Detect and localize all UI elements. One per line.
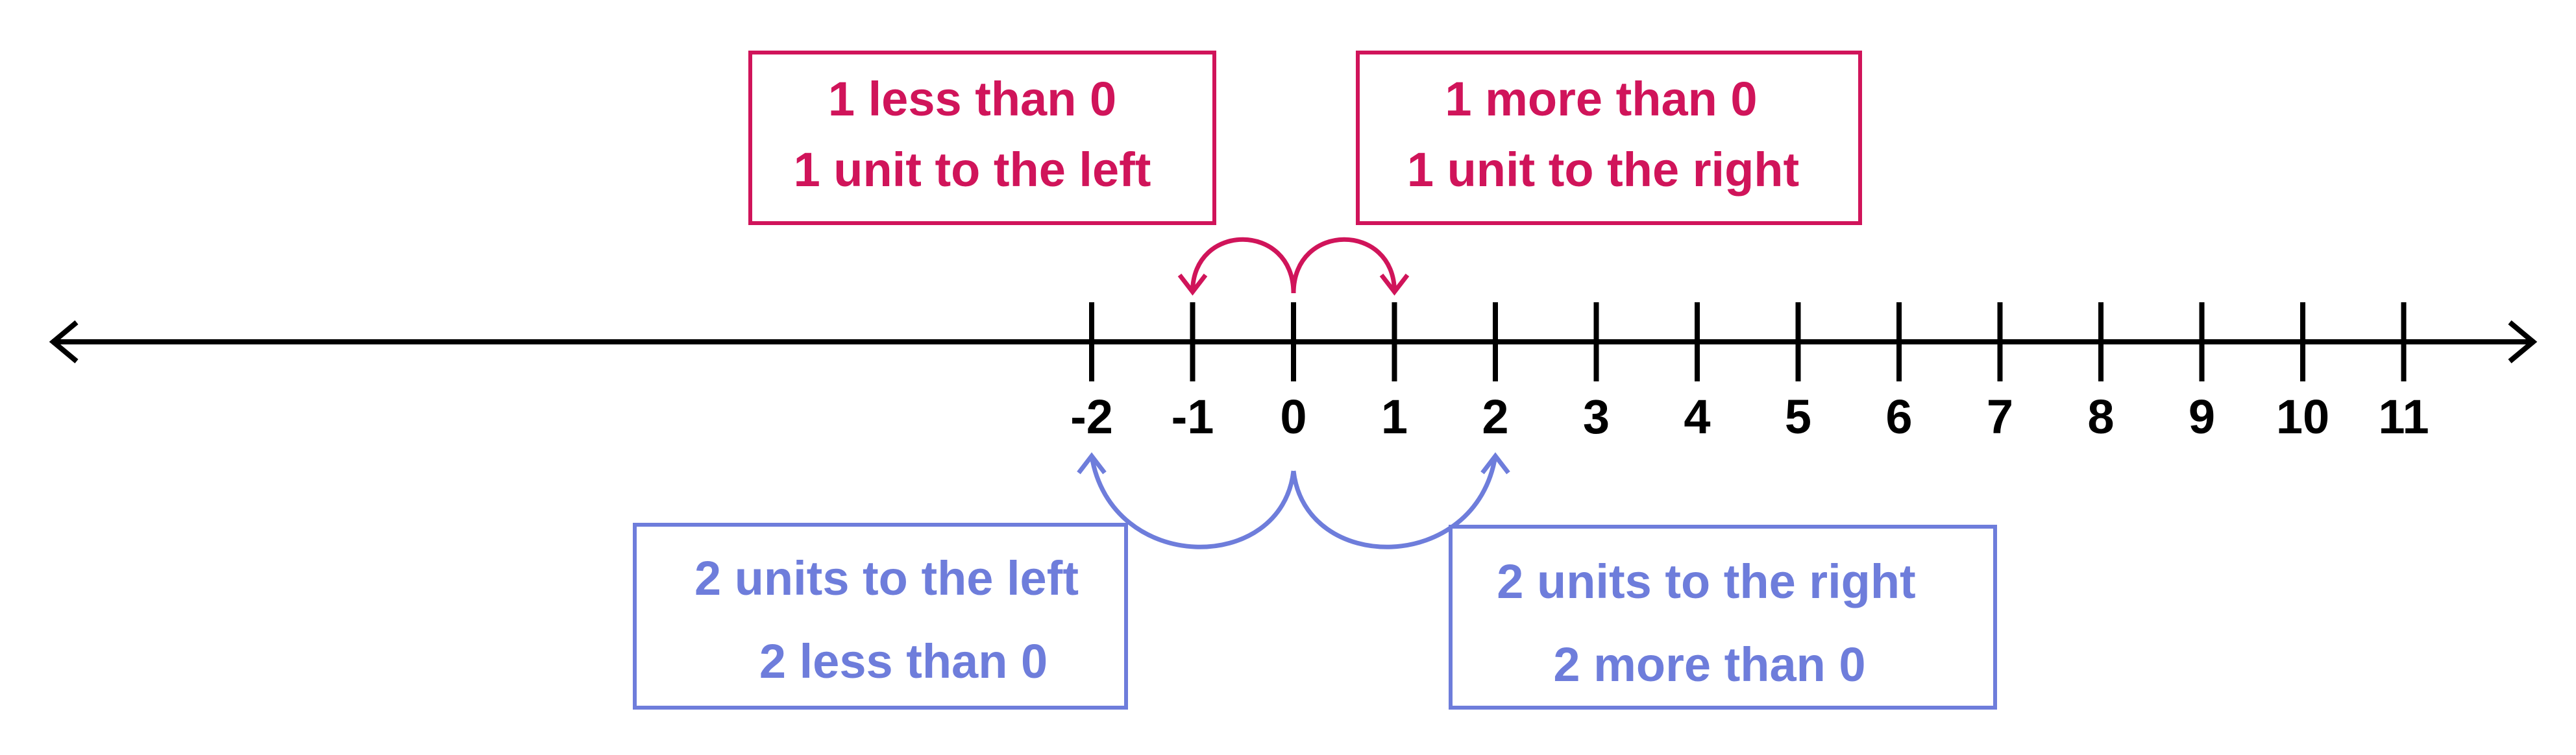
jump-arcs [1077,237,1510,549]
tick-label--2: -2 [1070,390,1113,444]
jump-arc [1291,237,1397,294]
box-one-less-line1: 1 less than 0 [828,72,1116,126]
tick-marks [1089,302,2407,381]
left-arrowhead [49,320,79,364]
box-two-right-line2: 2 more than 0 [1553,638,1865,691]
tick-label-4: 4 [1684,390,1710,444]
box-two-units-right: 2 units to the right 2 more than 0 [1449,525,1997,710]
jump-arrow-0-to-2 [1291,452,1510,549]
jump-arrowhead [1177,273,1208,296]
tick-label-11: 11 [2378,390,2429,444]
jump-arc [1089,455,1296,549]
tick-label-10: 10 [2276,390,2329,444]
box-one-less-than-zero: 1 less than 0 1 unit to the left [748,51,1216,225]
tick-label-3: 3 [1583,390,1610,444]
box-one-more-than-zero: 1 more than 0 1 unit to the right [1356,51,1862,225]
box-two-left-line2: 2 less than 0 [759,634,1048,688]
tick-label-5: 5 [1785,390,1811,444]
tick-label-1: 1 [1381,390,1408,444]
jump-arrow-0-to--2 [1077,452,1296,549]
box-two-left-line1: 2 units to the left [694,551,1079,605]
tick-label-9: 9 [2189,390,2215,444]
jump-arc [1190,237,1296,294]
box-one-more-line2: 1 unit to the right [1407,143,1799,197]
jump-arrow-0-to-1 [1291,237,1410,296]
jump-arc [1291,455,1498,549]
right-arrowhead [2508,320,2538,364]
box-one-more-line1: 1 more than 0 [1445,72,1757,126]
box-one-less-line2: 1 unit to the left [794,143,1151,197]
jump-arrow-0-to--1 [1177,237,1296,296]
jump-arrowhead [1480,452,1510,475]
jump-arrowhead [1379,273,1410,296]
jump-arrowhead [1077,452,1107,475]
box-two-right-line1: 2 units to the right [1497,555,1915,608]
tick-label-2: 2 [1482,390,1508,444]
tick-label-7: 7 [1987,390,2013,444]
tick-label-0: 0 [1280,390,1306,444]
box-two-units-left: 2 units to the left 2 less than 0 [633,523,1128,710]
tick-label--1: -1 [1171,390,1214,444]
tick-label-6: 6 [1885,390,1912,444]
tick-label-8: 8 [2087,390,2114,444]
tick-labels: -2 -1 0 1 2 3 4 5 6 7 8 9 10 11 [1070,390,2429,444]
